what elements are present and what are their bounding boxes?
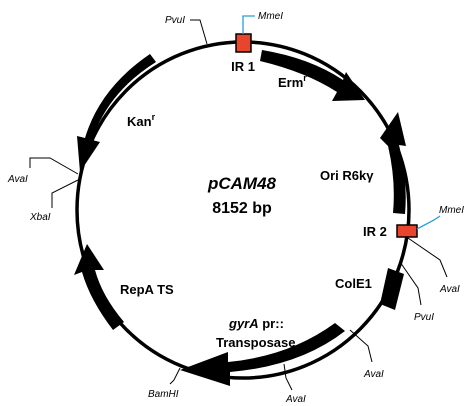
kan-arrow [77,54,156,172]
erm-label: Ermr [278,73,307,90]
plasmid-name: pCAM48 [207,174,277,193]
cole1-block [380,268,404,310]
repa-arrow [74,244,124,330]
kan-label: Kanr [127,112,156,129]
aval-bottom-label: AvaI [285,394,306,405]
cole1-label: ColE1 [335,276,372,291]
pvul-top-line [190,19,208,45]
bamhi-label: BamHI [148,389,179,400]
mmel-right-line [416,215,441,230]
plasmid-size: 8152 bp [212,200,272,217]
aval-right-line [407,237,448,278]
mmel-top-label: MmeI [258,11,283,22]
aval-bottom-right-line [349,329,373,363]
repa-label: RepA TS [120,282,174,297]
transposase-label: Transposase [216,335,296,350]
pvul-right-label: PvuI [414,312,434,323]
xbal-left-label: XbaI [29,212,51,223]
ori-arrow [380,112,406,214]
aval-bottom-right-label: AvaI [363,369,384,380]
pvul-right-line [399,261,422,306]
ir1-box [235,33,252,53]
aval-right-label: AvaI [439,284,460,295]
transposase-arrow [180,323,345,386]
ir2-box [396,224,418,238]
bamhi-line [169,367,181,385]
mmel-top-line [242,15,255,34]
erm-arrow [260,50,365,101]
ori-label: Ori R6kγ [320,168,374,183]
xbal-left-line [51,179,79,208]
aval-left-line [29,157,79,175]
aval-bottom-line [283,363,293,391]
ir1-label: IR 1 [231,59,255,74]
gyra-label: gyrA pr:: [228,316,284,331]
pvul-top-label: PvuI [165,15,185,26]
aval-left-label: AvaI [7,174,28,185]
mmel-right-label: MmeI [439,205,464,216]
ir2-label: IR 2 [363,224,387,239]
